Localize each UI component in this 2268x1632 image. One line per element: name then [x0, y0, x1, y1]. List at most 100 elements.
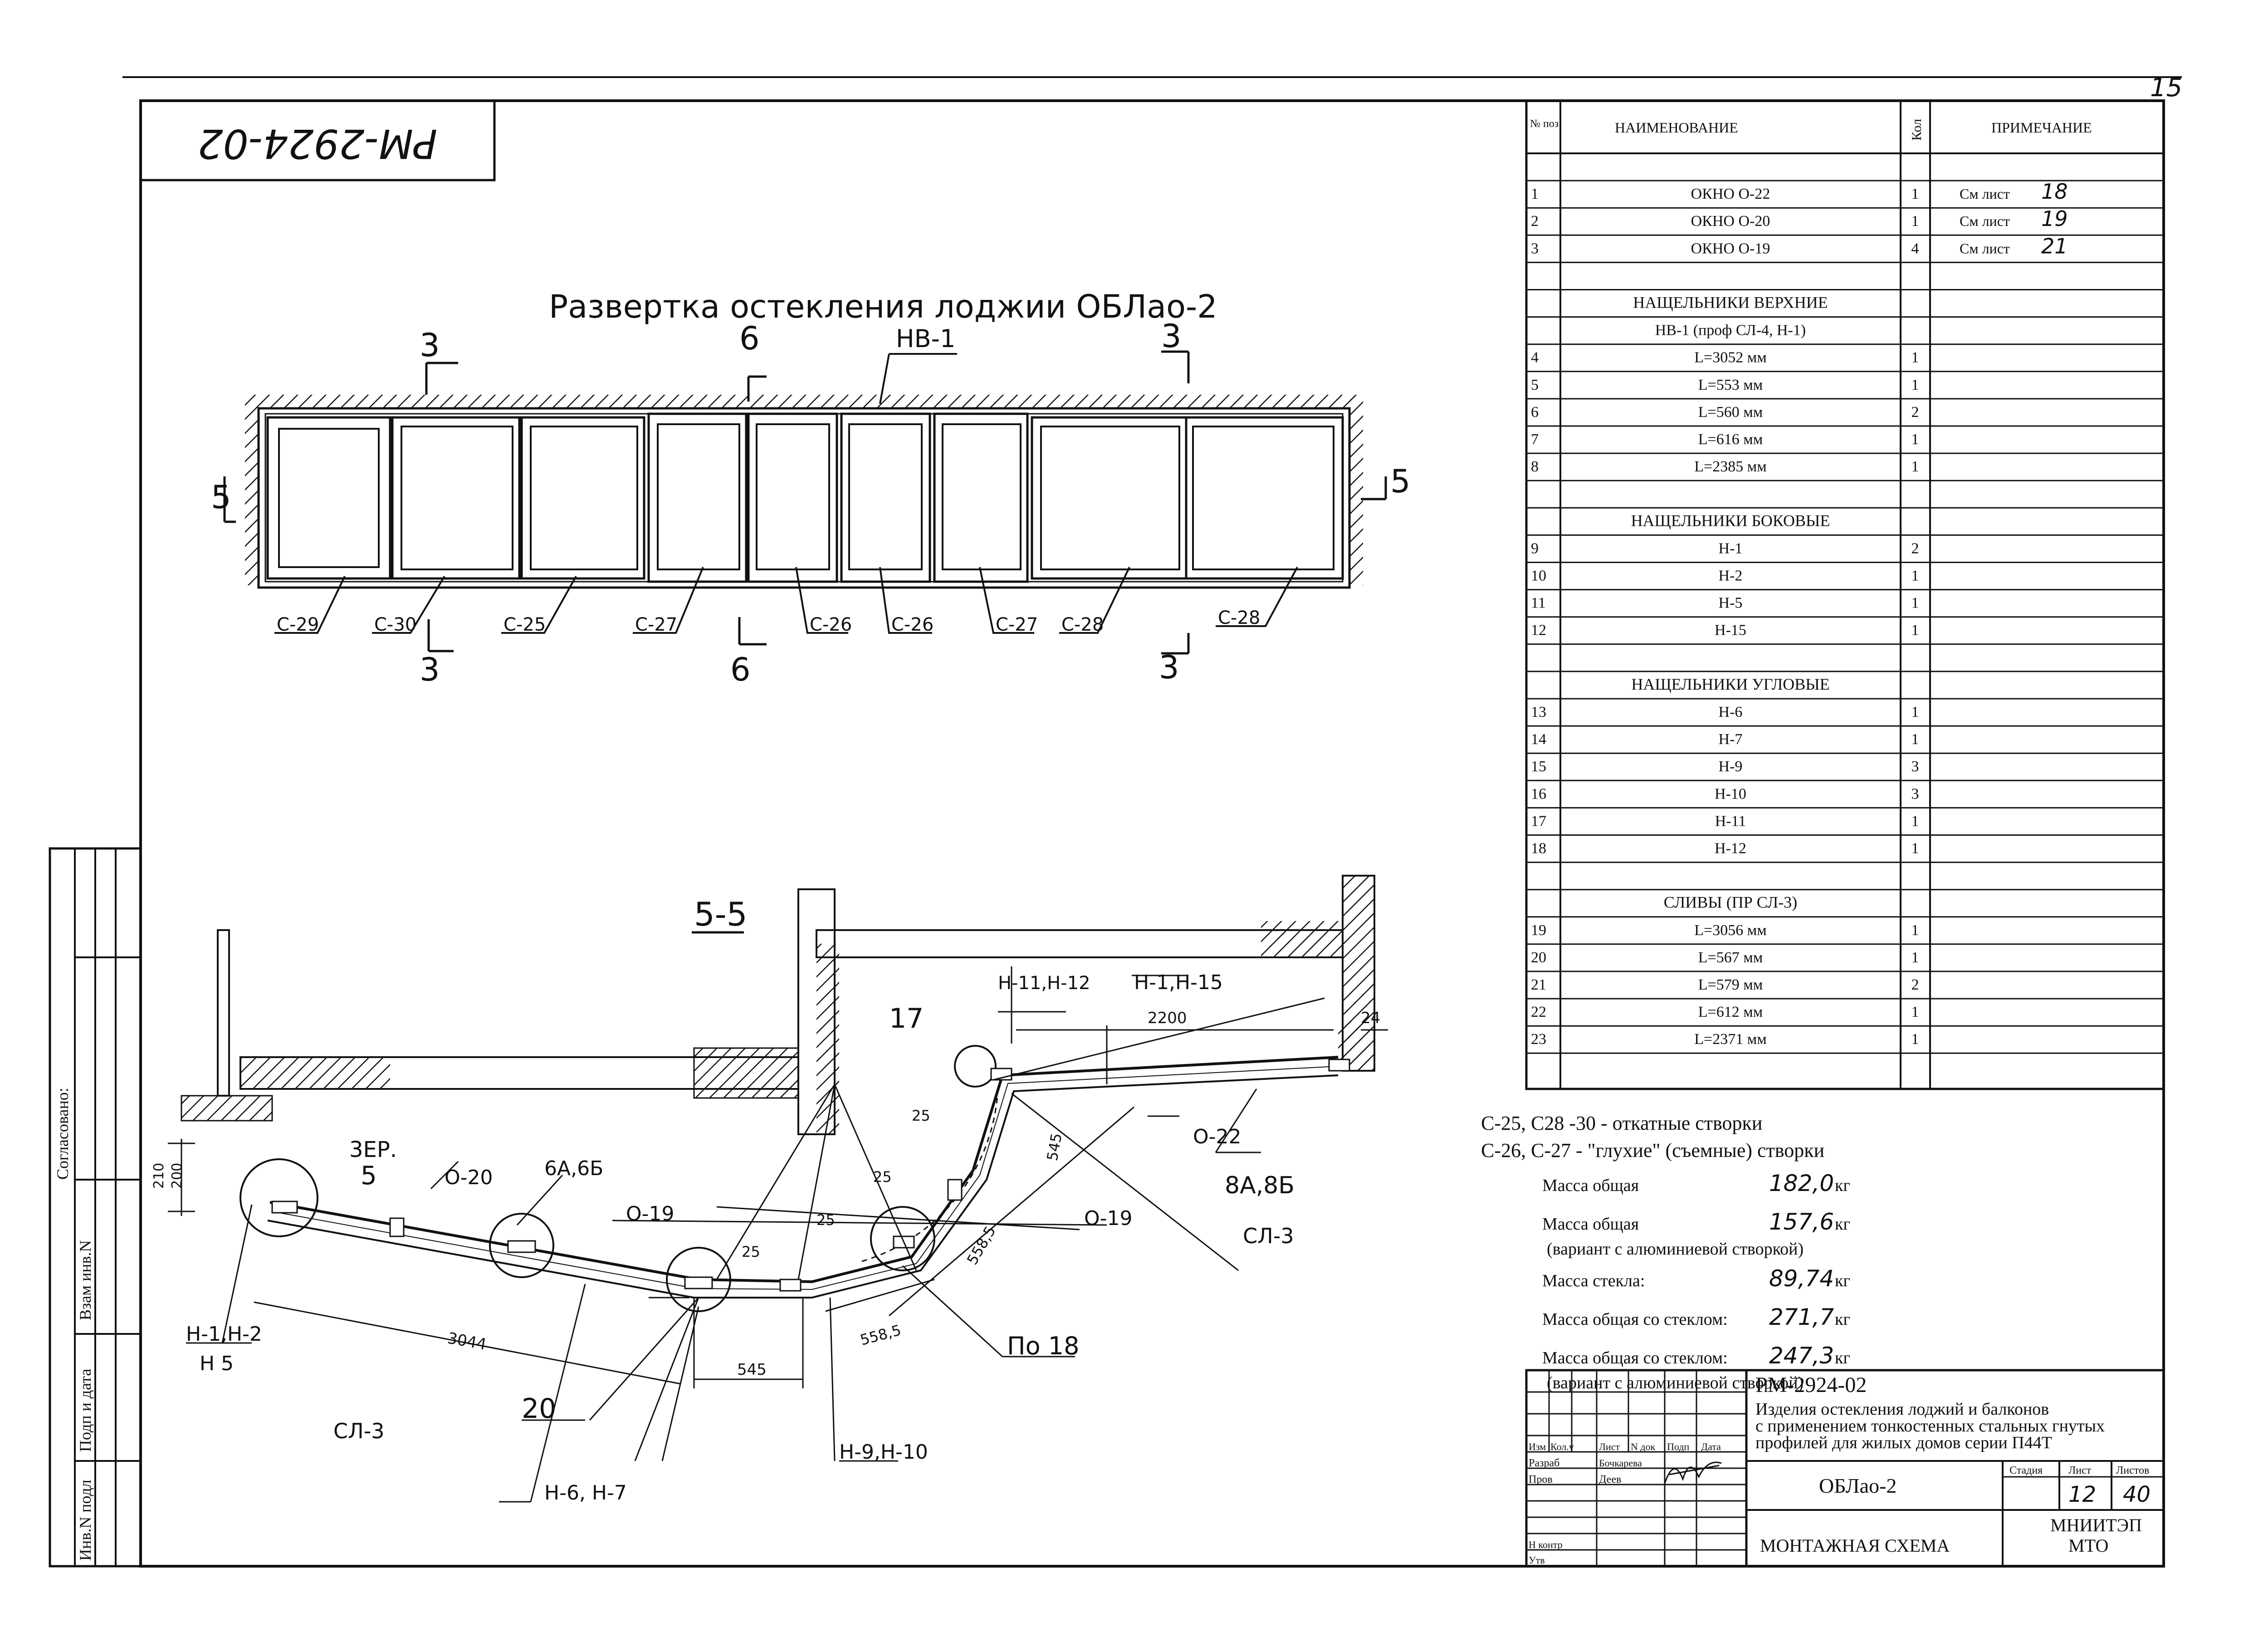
plan-h11: Н-11,Н-12 [998, 973, 1090, 994]
label-panel-9: С-28 [1218, 608, 1260, 628]
tb-utv: Утв [1529, 1554, 1545, 1566]
spec-qty: 1 [1911, 1004, 1919, 1020]
label-panel-1: С-29 [277, 614, 319, 635]
label-panel-5: С-26 [810, 614, 852, 635]
spec-name: НВ-1 (проф СЛ-4, Н-1) [1655, 322, 1806, 339]
tb-org1: МНИИТЭП [2050, 1515, 2142, 1535]
tb-stadiya: Стадия [2009, 1465, 2043, 1476]
spec-pos: 12 [1531, 622, 1546, 639]
tb-prov: Пров [1529, 1474, 1553, 1485]
spec-pos: 4 [1531, 349, 1539, 366]
spec-pos: 20 [1531, 949, 1546, 966]
signature [1664, 1461, 1722, 1484]
spec-qty: 4 [1911, 240, 1919, 257]
plan-17: 17 [889, 1003, 924, 1034]
section-title: 5-5 [694, 895, 748, 933]
left-stamp: Инв.N подл Подп и дата Взам инв.N Соглас… [49, 847, 142, 1568]
spec-note: См лист [1960, 186, 2010, 202]
plan-25c: 25 [816, 1211, 835, 1229]
plan-25a: 25 [912, 1107, 930, 1124]
facade-panel-1 [266, 416, 391, 580]
tb-col-izm: Изм [1529, 1441, 1546, 1452]
plan-o20: О-20 [445, 1166, 493, 1189]
spec-pos: 1 [1531, 186, 1539, 202]
spec-qty: 1 [1911, 840, 1919, 857]
tb-object: ОБЛао-2 [1819, 1474, 1897, 1497]
mass-value: 89,74 [1769, 1265, 1834, 1292]
tb-razrab: Разраб [1529, 1457, 1559, 1469]
facade-elevation: НВ-1 С-29 С-30 С-25 С-27 С-26 С-26 С-27 … [211, 318, 1411, 688]
spec-pos: 15 [1531, 758, 1546, 775]
mass-label: Масса общая [1542, 1215, 1639, 1234]
facade-panel-9 [1185, 416, 1344, 580]
stamp-vzam-inv: Взам инв.N [76, 1240, 94, 1320]
tb-sheet-name: МОНТАЖНАЯ СХЕМА [1760, 1535, 1950, 1556]
spec-qty: 1 [1911, 813, 1919, 829]
tb-code: РМ-2924-02 [1755, 1373, 1867, 1397]
tb-nkontr: Н контр [1529, 1539, 1563, 1550]
spec-pos: 6 [1531, 404, 1539, 421]
mass-label: Масса общая со стеклом: [1542, 1310, 1728, 1329]
spec-qty: 1 [1911, 568, 1919, 584]
tb-listov-v: 40 [2123, 1482, 2151, 1507]
spec-name: Н-6 [1719, 704, 1743, 720]
plan-h5: Н 5 [200, 1352, 234, 1375]
spec-name: Н-2 [1719, 568, 1743, 584]
plan-545b: 545 [737, 1361, 767, 1379]
spec-qty: 1 [1911, 377, 1919, 393]
spec-pos: 3 [1531, 240, 1539, 257]
spec-head-name: НАИМЕНОВАНИЕ [1615, 119, 1738, 136]
plan-h6: Н-6, Н-7 [544, 1481, 627, 1505]
spec-note-sheet: 21 [2041, 234, 2068, 258]
spec-name: Н-9 [1719, 758, 1743, 775]
spec-pos: 23 [1531, 1031, 1546, 1048]
label-nv1: НВ-1 [896, 324, 956, 353]
plan-2200: 2200 [1148, 1009, 1187, 1027]
mass-unit: кг [1835, 1215, 1850, 1234]
mass-value: 182,0 [1769, 1170, 1834, 1196]
spec-pos: 19 [1531, 922, 1546, 939]
spec-name: L=612 мм [1698, 1004, 1763, 1020]
plan-6a: 6А,6Б [544, 1157, 603, 1180]
spec-note-sheet: 19 [2041, 206, 2068, 231]
spec-note: См лист [1960, 240, 2010, 256]
plan-5585b: 558,5 [858, 1321, 903, 1348]
spec-pos: 16 [1531, 785, 1546, 802]
spec-name: ОКНО О-20 [1691, 213, 1770, 230]
spec-name: L=3056 мм [1694, 922, 1766, 939]
section-mark-3c: 3 [420, 651, 440, 688]
spec-qty: 1 [1911, 458, 1919, 475]
stamp-soglasovano: Согласовано: [54, 1088, 72, 1180]
plan-5: 5 [361, 1161, 377, 1191]
stamp-podp-data: Подп и дата [76, 1369, 94, 1452]
mass-value: 271,7 [1769, 1304, 1834, 1330]
sheet-page-no: 15 [2150, 73, 2182, 103]
section-mark-6b: 6 [730, 651, 751, 688]
plan-o19a: О-19 [626, 1202, 675, 1225]
plan-210: 210 [151, 1163, 167, 1189]
spec-name: НАЩЕЛЬНИКИ БОКОВЫЕ [1631, 511, 1830, 529]
mass-value: 247,3 [1769, 1343, 1834, 1369]
tb-col-data: Дата [1701, 1441, 1721, 1452]
plan-20: 20 [522, 1393, 556, 1425]
spec-pos: 7 [1531, 431, 1539, 448]
tb-desc2: с применением тонкостенных стальных гнут… [1755, 1416, 2105, 1436]
spec-qty: 1 [1911, 704, 1919, 720]
tb-col-list: Лист [1599, 1441, 1620, 1452]
plan-3044: 3044 [446, 1329, 488, 1353]
spec-pos: 2 [1531, 213, 1539, 230]
note-1: С-25, С28 -30 - откатные створки [1481, 1112, 1762, 1134]
spec-name: НАЩЕЛЬНИКИ УГЛОВЫЕ [1631, 675, 1829, 693]
label-panel-8: С-28 [1061, 614, 1104, 635]
tb-razrab-name: Бочкарева [1599, 1457, 1642, 1469]
title-block [1525, 1369, 2165, 1568]
spec-pos: 9 [1531, 540, 1539, 557]
spec-qty: 2 [1911, 540, 1919, 557]
facade-panel-7 [933, 412, 1029, 583]
spec-pos: 14 [1531, 731, 1546, 748]
spec-name: L=567 мм [1698, 949, 1763, 966]
spec-note: См лист [1960, 213, 2010, 229]
tb-list-h: Лист [2068, 1465, 2092, 1476]
